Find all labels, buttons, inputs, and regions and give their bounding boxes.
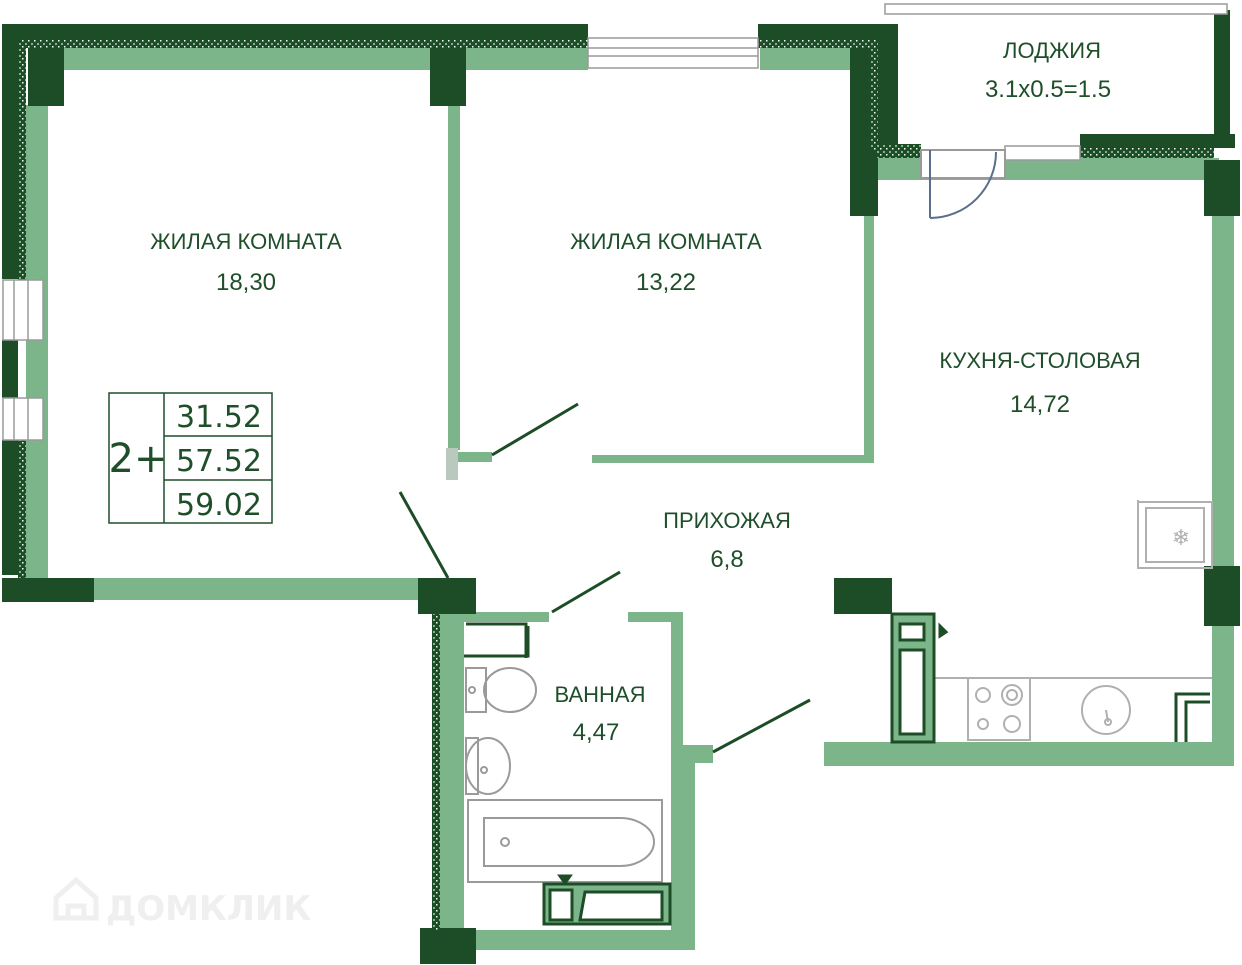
kitchen-niche xyxy=(1174,692,1210,742)
total-area-value: 57.52 xyxy=(176,444,262,479)
watermark: ДОМКЛИК xyxy=(53,876,312,929)
windows xyxy=(2,3,1228,441)
heated-towel-rail-icon xyxy=(542,874,672,926)
kitchen-fixtures: ❄ xyxy=(891,500,1213,742)
insulation-hatch xyxy=(18,40,1214,930)
loggia-door xyxy=(920,149,1006,219)
toilet-icon xyxy=(465,667,537,713)
loggia-label: ЛОДЖИЯ xyxy=(1003,38,1101,63)
interior-walls xyxy=(26,48,1234,950)
bathroom-fixtures xyxy=(465,667,663,883)
washing-machine-icon xyxy=(1081,685,1131,735)
kitchen-sink-icon xyxy=(890,612,949,744)
bathroom-niche xyxy=(464,622,530,658)
bathtub-icon xyxy=(467,799,663,883)
living-area-value: 31.52 xyxy=(176,400,262,435)
door-swings xyxy=(398,402,811,754)
total-with-loggia-value: 59.02 xyxy=(176,488,262,523)
living-room-2-label: ЖИЛАЯ КОМНАТА xyxy=(570,229,762,254)
watermark-text: ДОМКЛИК xyxy=(106,889,312,929)
exterior-walls xyxy=(2,10,1240,964)
kitchen-label: КУХНЯ-СТОЛОВАЯ xyxy=(939,348,1140,373)
area-summary-box: 2+ 31.52 57.52 59.02 xyxy=(108,392,273,524)
house-logo-icon xyxy=(53,876,99,921)
fridge-icon: ❄ xyxy=(1137,501,1213,569)
bathroom-label: ВАННАЯ xyxy=(555,682,646,707)
stove-icon xyxy=(967,677,1031,741)
bathroom-area: 4,47 xyxy=(573,719,620,746)
living-room-2-area: 13,22 xyxy=(636,269,696,296)
door-stop xyxy=(446,448,458,480)
hallway-label: ПРИХОЖАЯ xyxy=(663,508,791,533)
living-room-1-label: ЖИЛАЯ КОМНАТА xyxy=(150,229,342,254)
kitchen-area: 14,72 xyxy=(1010,391,1070,418)
living-room-1-area: 18,30 xyxy=(216,269,276,296)
room-labels: ЖИЛАЯ КОМНАТА 18,30 ЖИЛАЯ КОМНАТА 13,22 … xyxy=(150,38,1140,746)
apartment-type: 2+ xyxy=(109,436,168,482)
sink-icon xyxy=(465,737,511,795)
svg-text:❄: ❄ xyxy=(1172,526,1190,551)
hallway-area: 6,8 xyxy=(710,546,743,573)
loggia-area: 3.1x0.5=1.5 xyxy=(985,76,1111,103)
